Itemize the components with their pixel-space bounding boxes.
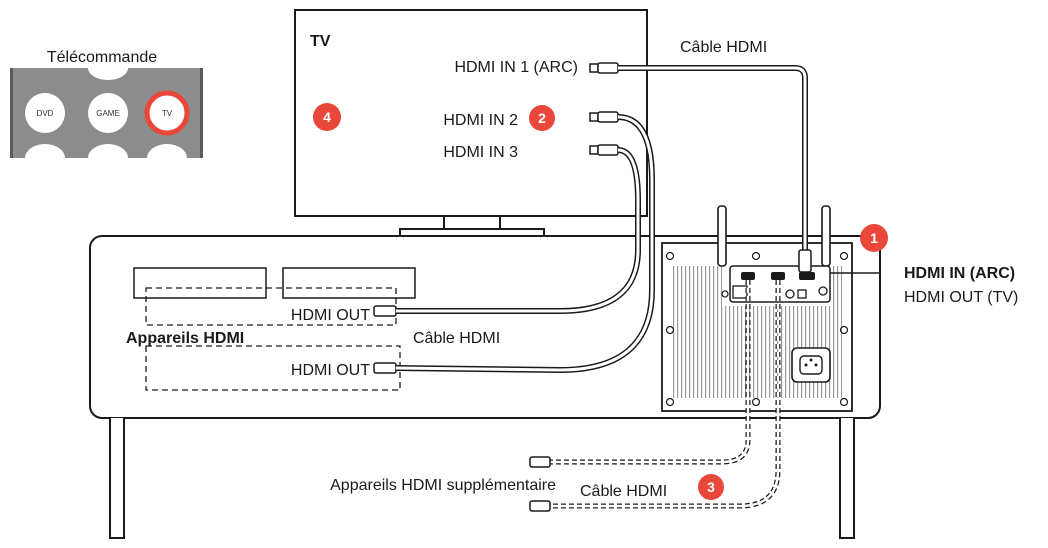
power-inlet bbox=[791, 347, 831, 383]
step-badge-3: 3 bbox=[698, 474, 724, 500]
hdmi-arc-port bbox=[799, 272, 815, 280]
extra-cable-label: Câble HDMI bbox=[580, 483, 667, 500]
tv-label: TV bbox=[310, 33, 331, 50]
step-badge-4: 4 bbox=[313, 103, 341, 131]
step-badge-2: 2 bbox=[529, 105, 555, 131]
hdmi-in-port-2 bbox=[771, 272, 785, 280]
device-out-2-port bbox=[373, 362, 397, 374]
device-box-1 bbox=[133, 267, 267, 299]
svg-text:4: 4 bbox=[323, 109, 331, 125]
remote-button-game-label: GAME bbox=[96, 109, 120, 118]
remote-title: Télécommande bbox=[47, 49, 157, 66]
hdmi-in-port-1 bbox=[741, 272, 755, 280]
antenna-right bbox=[821, 205, 831, 267]
soundbar-port-sublabel: HDMI OUT (TV) bbox=[904, 289, 1018, 306]
remote-button-tv[interactable] bbox=[144, 90, 190, 136]
tv: TV HDMI IN 1 (ARC) HDMI IN 2 HDMI IN 3 bbox=[294, 9, 648, 238]
remote-control: Télécommande DVD GAME TV bbox=[10, 49, 203, 158]
tv-screen bbox=[294, 9, 648, 217]
soundbar-back-panel: HDMI IN (ARC) HDMI OUT (TV) bbox=[661, 205, 1018, 412]
svg-text:1: 1 bbox=[870, 230, 878, 246]
remote-button-dvd-label: DVD bbox=[37, 109, 54, 118]
devices-cable-label: Câble HDMI bbox=[413, 330, 500, 347]
svg-text:2: 2 bbox=[538, 110, 546, 126]
device-box-2 bbox=[282, 267, 416, 299]
remote-button-dvd[interactable] bbox=[25, 93, 65, 133]
cabinet-leg-left bbox=[109, 418, 125, 539]
svg-text:3: 3 bbox=[707, 479, 715, 495]
tv-neck bbox=[443, 215, 501, 231]
tv-input-2-label: HDMI IN 2 bbox=[443, 112, 518, 129]
extra-devices-label: Appareils HDMI supplémentaire bbox=[330, 477, 556, 494]
step-badge-1: 1 bbox=[860, 224, 888, 252]
antenna-left bbox=[717, 205, 727, 267]
soundbar-port-label: HDMI IN (ARC) bbox=[904, 265, 1015, 282]
tv-cable-label: Câble HDMI bbox=[680, 39, 767, 56]
tv-port-3 bbox=[589, 144, 619, 156]
device-outline-1 bbox=[145, 287, 397, 326]
device-out-1-label: HDMI OUT bbox=[291, 307, 370, 324]
remote-button-tv-label: TV bbox=[162, 109, 173, 118]
tv-input-3-label: HDMI IN 3 bbox=[443, 144, 518, 161]
device-out-1-port bbox=[373, 305, 397, 317]
tv-input-1-label: HDMI IN 1 (ARC) bbox=[454, 59, 578, 76]
hdmi-cables: Câble HDMI bbox=[395, 39, 812, 512]
remote-button-game[interactable] bbox=[88, 93, 128, 133]
devices-group-label: Appareils HDMI bbox=[126, 330, 244, 347]
cabinet-leg-right bbox=[839, 418, 855, 539]
remote-button-top[interactable] bbox=[88, 68, 128, 80]
device-out-2-label: HDMI OUT bbox=[291, 362, 370, 379]
